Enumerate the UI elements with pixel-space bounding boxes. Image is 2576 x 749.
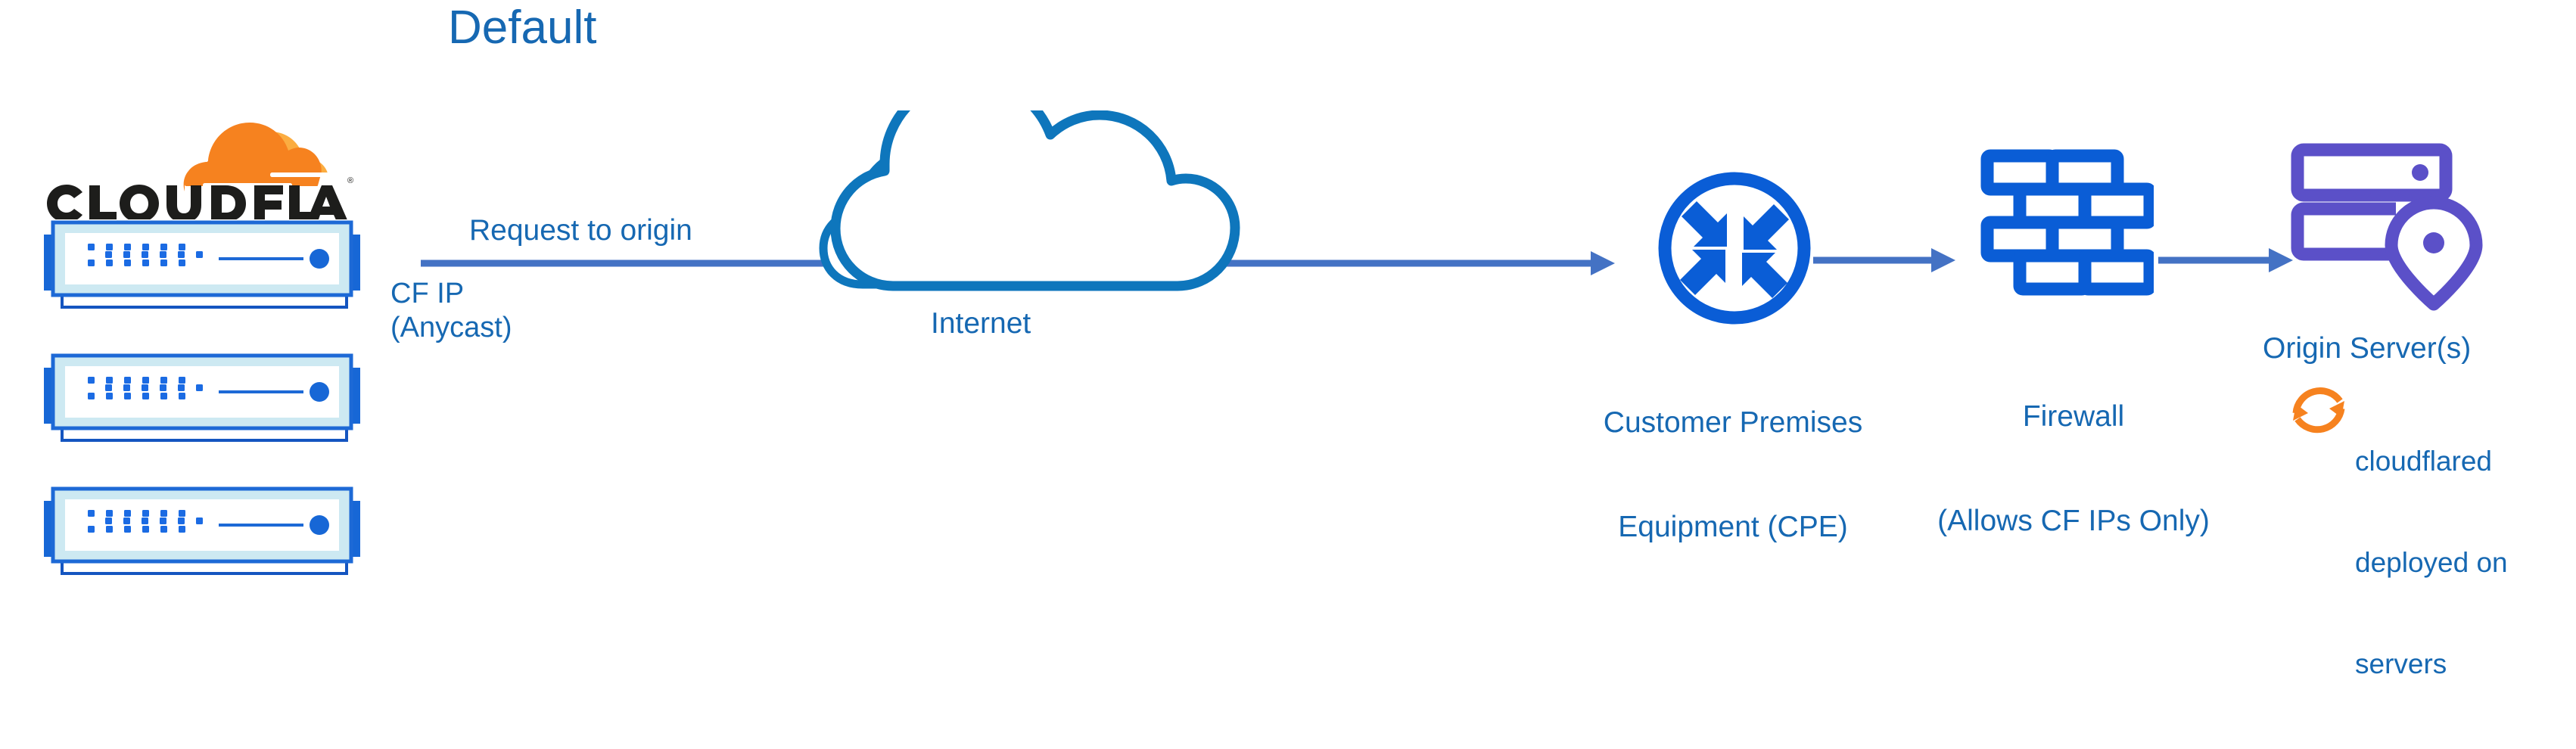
server-rack-icon — [33, 216, 368, 309]
firewall-label: Firewall (Allows CF IPs Only) — [1881, 330, 2266, 608]
brick-wall-icon — [1978, 148, 2157, 315]
cf-ip-anycast-label: CF IP (Anycast) — [390, 277, 512, 345]
cloudflare-logo: ® — [36, 106, 354, 219]
page-title: Default — [448, 2, 597, 54]
cloudflared-note-line-3: servers — [2355, 648, 2447, 680]
origin-server-label: Origin Server(s) — [2263, 332, 2472, 365]
cpe-label-line-2: Equipment (CPE) — [1618, 511, 1848, 544]
arrow-right-icon — [2158, 244, 2294, 278]
cloudflare-cloud-icon — [183, 123, 329, 191]
internet-label: Internet — [931, 307, 1031, 340]
diagram-canvas: Default ® — [33, 2, 2508, 679]
cloudflared-note-line-1: cloudflared — [2355, 445, 2493, 477]
cloudflared-note: cloudflared deployed on servers — [2355, 377, 2574, 749]
arrow-right-icon — [1813, 244, 1957, 278]
firewall-label-line-1: Firewall — [2022, 400, 2125, 434]
router-icon — [1654, 168, 1815, 328]
cf-ip-line-2: (Anycast) — [390, 311, 512, 343]
server-rack-icon — [33, 350, 368, 442]
cpe-label-line-1: Customer Premises — [1603, 406, 1863, 440]
cloudflare-wordmark — [47, 185, 347, 219]
registered-trademark-symbol: ® — [347, 176, 353, 185]
cloudflared-note-line-2: deployed on — [2355, 546, 2508, 578]
sync-refresh-icon — [2287, 378, 2350, 442]
cpe-label: Customer Premises Equipment (CPE) — [1555, 336, 1911, 614]
server-rack-icon — [33, 483, 368, 575]
cf-ip-line-1: CF IP — [390, 278, 465, 309]
cloud-icon — [814, 73, 1299, 292]
firewall-label-line-2: (Allows CF IPs Only) — [1937, 505, 2210, 538]
server-location-icon — [2290, 142, 2496, 315]
request-to-origin-label: Request to origin — [469, 214, 692, 247]
